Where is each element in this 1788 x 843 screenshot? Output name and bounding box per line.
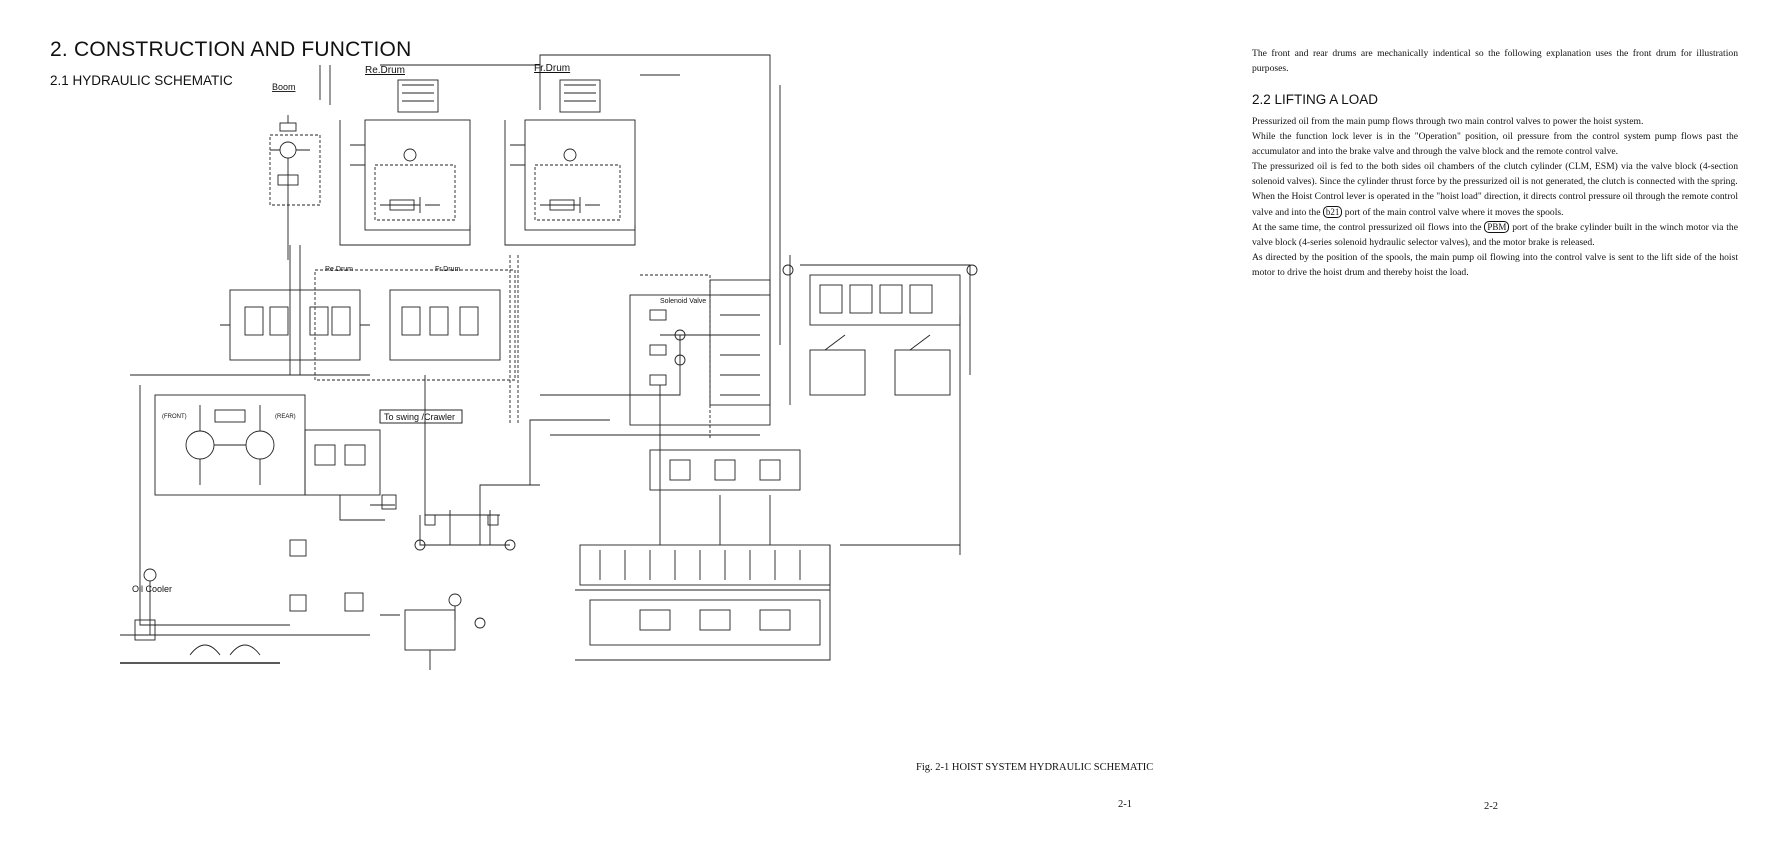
paragraph-5: At the same time, the control pressurize…: [1252, 220, 1738, 248]
paragraph-6: As directed by the position of the spool…: [1252, 251, 1738, 278]
label-re-drum-small: Re.Drum: [325, 266, 353, 273]
hydraulic-schematic: Boom Re.Drum Fr.Drum Re.Drum Fr.Drum Sol…: [120, 54, 978, 670]
solenoid-valve-bank: [629, 279, 771, 426]
page-number-left: 2-1: [1118, 799, 1132, 810]
section-subtitle: 2.1 HYDRAULIC SCHEMATIC: [50, 73, 233, 88]
right-page: The front and rear drums are mechanicall…: [1200, 0, 1788, 843]
paragraph-3: The pressurized oil is fed to the both s…: [1252, 161, 1738, 188]
label-oil-cooler: Oil Cooler: [132, 584, 172, 594]
port-b21: b21: [1322, 205, 1343, 218]
label-boom: Boom: [272, 82, 296, 92]
section-title: 2.2 LIFTING A LOAD: [1252, 92, 1379, 107]
boom-assembly: [269, 115, 321, 260]
label-to-swing: To swing /Crawler: [384, 412, 455, 422]
front-drum-assembly: [504, 79, 636, 246]
control-valve-right: [314, 269, 516, 381]
relief-valve-block: [380, 593, 486, 670]
paragraph-1: Pressurized oil from the main pump flows…: [1252, 116, 1644, 127]
page-title: 2. CONSTRUCTION AND FUNCTION: [50, 38, 412, 61]
label-fr-drum-small: Fr.Drum: [435, 266, 460, 273]
port-pbm: PBM: [1484, 220, 1510, 233]
control-valve-left: [220, 289, 370, 361]
label-front: (FRONT): [162, 414, 187, 420]
swing-valve: [304, 409, 463, 521]
body-paragraphs: Pressurized oil from the main pump flows…: [1252, 114, 1738, 280]
oil-cooler: [120, 539, 370, 664]
intro-paragraph: The front and rear drums are mechanicall…: [1252, 48, 1738, 75]
label-fr-drum: Fr.Drum: [534, 63, 570, 74]
lower-manifold: [575, 315, 961, 661]
remote-control-valves: [782, 255, 978, 405]
rear-drum-assembly: [339, 79, 471, 246]
pump-block: [130, 374, 370, 626]
paragraph-4: When the Hoist Control lever is operated…: [1252, 191, 1738, 218]
label-re-drum: Re.Drum: [365, 65, 405, 76]
figure-caption: Fig. 2-1 HOIST SYSTEM HYDRAULIC SCHEMATI…: [916, 762, 1154, 773]
label-rear: (REAR): [275, 414, 296, 420]
page-number-right: 2-2: [1484, 801, 1498, 812]
paragraph-2: While the function lock lever is in the …: [1252, 131, 1738, 158]
left-page: 2. CONSTRUCTION AND FUNCTION 2.1 HYDRAUL…: [50, 38, 1154, 810]
label-solenoid-valve: Solenoid Valve: [660, 298, 706, 305]
